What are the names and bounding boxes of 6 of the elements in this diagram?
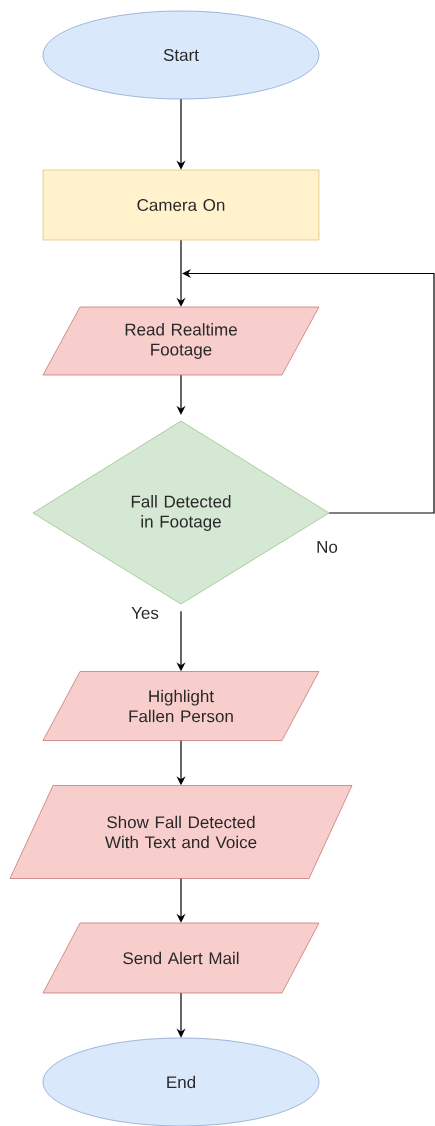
edge-label: Yes (130, 606, 160, 620)
input-output-parallelogram: Highlight Fallen Person (42, 671, 320, 741)
input-output-parallelogram: Send Alert Mail (42, 922, 320, 994)
input-output-parallelogram: Read Realtime Footage (42, 306, 320, 376)
input-output-parallelogram: Show Fall Detected With Text and Voice (9, 785, 353, 879)
process-box: Camera On (42, 169, 320, 241)
